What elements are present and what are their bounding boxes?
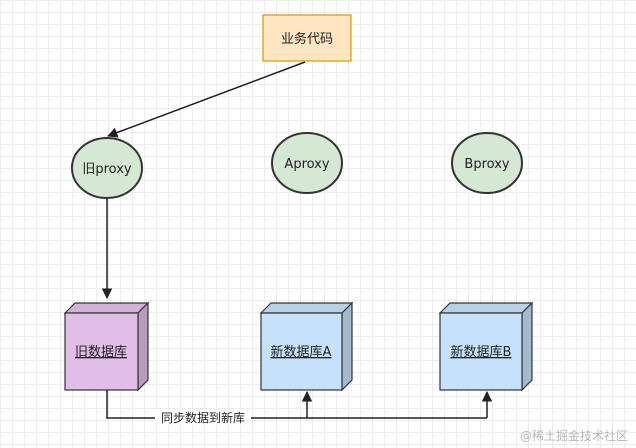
node-new-db-a[interactable]: 新数据库A [259,301,354,392]
node-business-code-label: 业务代码 [281,31,333,47]
watermark-text: @稀土掘金技术社区 [520,428,628,443]
edge-label-sync: 同步数据到新库 [161,410,245,425]
node-new-db-b-label: 新数据库B [451,344,512,360]
node-old-proxy-label: 旧proxy [82,162,132,177]
node-old-proxy[interactable]: 旧proxy [71,137,143,199]
edge-sync-path [106,390,487,419]
edge-label-background [155,410,251,426]
node-old-db-label: 旧数据库 [75,344,127,360]
node-a-proxy[interactable]: Aproxy [271,132,343,194]
node-new-db-a-label: 新数据库A [271,344,332,360]
node-a-proxy-label: Aproxy [284,157,329,172]
edge-business-to-oldproxy [107,61,306,138]
node-b-proxy-label: Bproxy [464,157,509,172]
node-business-code[interactable]: 业务代码 [262,14,352,62]
node-b-proxy[interactable]: Bproxy [451,132,523,194]
node-new-db-b[interactable]: 新数据库B [438,301,534,392]
node-old-db[interactable]: 旧数据库 [63,301,150,392]
